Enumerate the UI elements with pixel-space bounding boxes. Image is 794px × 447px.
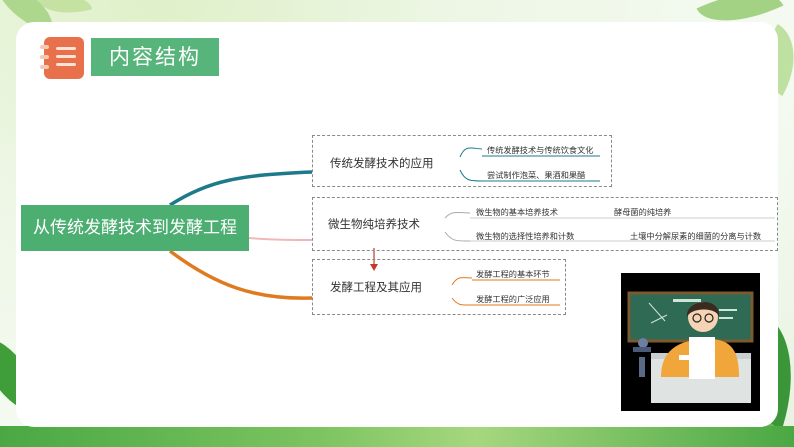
branch-item: 微生物的选择性培养和计数 (476, 231, 575, 241)
branch-title: 微生物纯培养技术 (328, 217, 420, 231)
branch-item: 微生物的基本培养技术 (476, 207, 558, 217)
page-title: 内容结构 (91, 38, 219, 76)
branch-box-fermentation-engineering (312, 259, 566, 315)
branch-title: 传统发酵技术的应用 (330, 156, 434, 170)
notebook-icon (40, 37, 84, 79)
branch-item: 发酵工程的广泛应用 (476, 294, 550, 304)
branch-item: 传统发酵技术与传统饮食文化 (487, 145, 594, 155)
branch-sub-item: 土壤中分解尿素的细菌的分离与计数 (630, 231, 762, 241)
branch-sub-item: 酵母菌的纯培养 (614, 207, 672, 217)
branch-title: 发酵工程及其应用 (330, 280, 422, 294)
teacher-with-microscope-illustration (621, 273, 760, 411)
branch-box-traditional-fermentation (312, 135, 612, 187)
mindmap-root-node: 从传统发酵技术到发酵工程 (21, 205, 249, 251)
grass-strip (0, 426, 794, 447)
branch-item: 发酵工程的基本环节 (476, 269, 550, 279)
branch-item: 尝试制作泡菜、果酒和果醋 (487, 170, 586, 180)
branch-box-pure-culture (312, 197, 778, 251)
